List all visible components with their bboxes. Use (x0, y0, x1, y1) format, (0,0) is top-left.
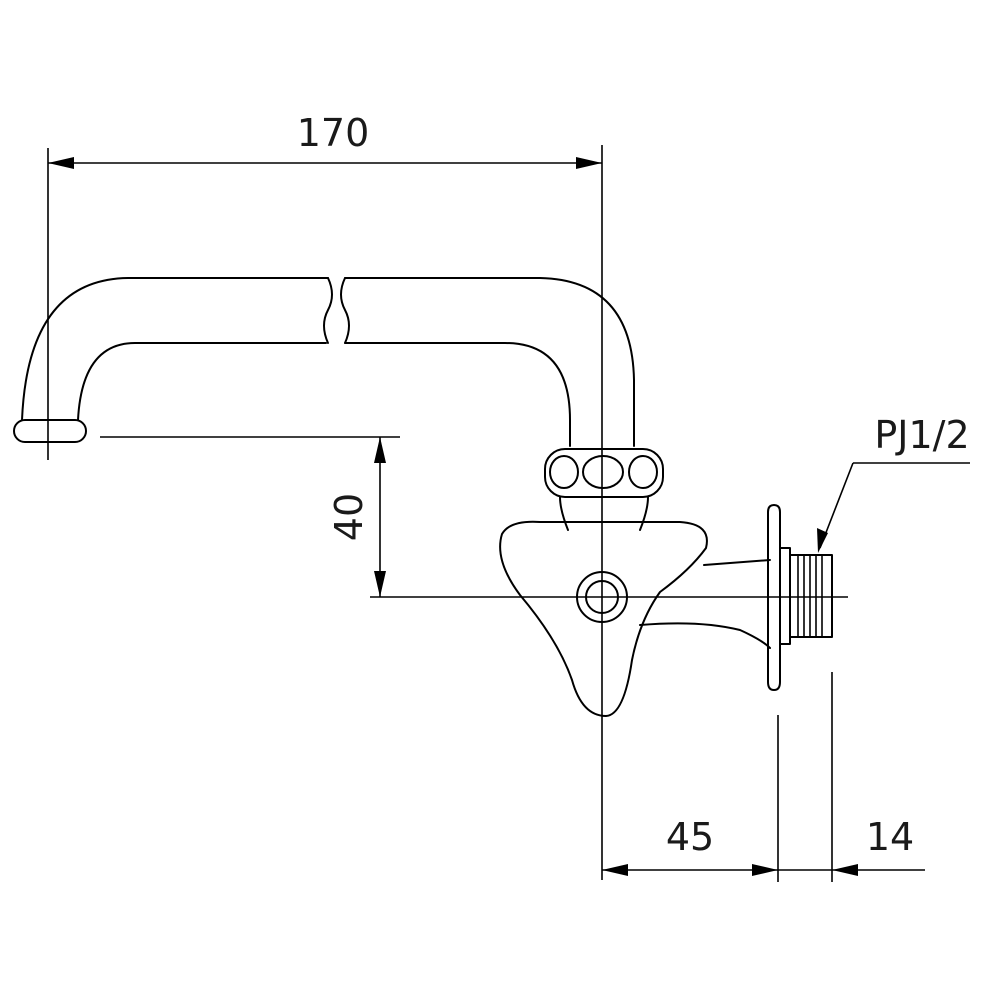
spout-pipe-left-inner (77, 342, 327, 421)
extension-lines (47, 145, 848, 882)
dimension-label-170: 170 (297, 111, 370, 155)
swivel-nut-knurl (549, 455, 579, 489)
spout-pipe-right (344, 277, 635, 447)
callout-thread-spec: PJ1/2 (817, 413, 970, 553)
threaded-connector (789, 554, 833, 638)
flange-collar (779, 547, 791, 645)
dimension-label-14: 14 (866, 815, 914, 859)
swivel-nut-knurl (582, 455, 624, 489)
pipe-break-right (340, 277, 350, 344)
spout-pipe-right-inner (344, 342, 571, 447)
dimension-label-45: 45 (666, 815, 714, 859)
swivel-nut-knurl (628, 455, 658, 489)
dimension-spout-height: 40 (327, 437, 386, 597)
aerator-tip (13, 419, 87, 443)
swivel-nut (544, 448, 664, 498)
pipe-break-left (323, 277, 333, 344)
callout-label-pj12: PJ1/2 (874, 413, 969, 457)
dimension-thread-length: 14 (778, 815, 925, 876)
connection-pipe (639, 559, 771, 649)
dimension-body-projection: 45 (602, 815, 778, 876)
dimension-label-40: 40 (327, 493, 371, 541)
faucet-outline (13, 277, 833, 717)
dimension-spout-reach: 170 (48, 111, 602, 169)
body-neck (559, 496, 649, 531)
wall-flange (767, 504, 781, 691)
spout-pipe-left (21, 277, 329, 421)
valve-handle (499, 520, 708, 717)
thread-lines (797, 555, 823, 637)
